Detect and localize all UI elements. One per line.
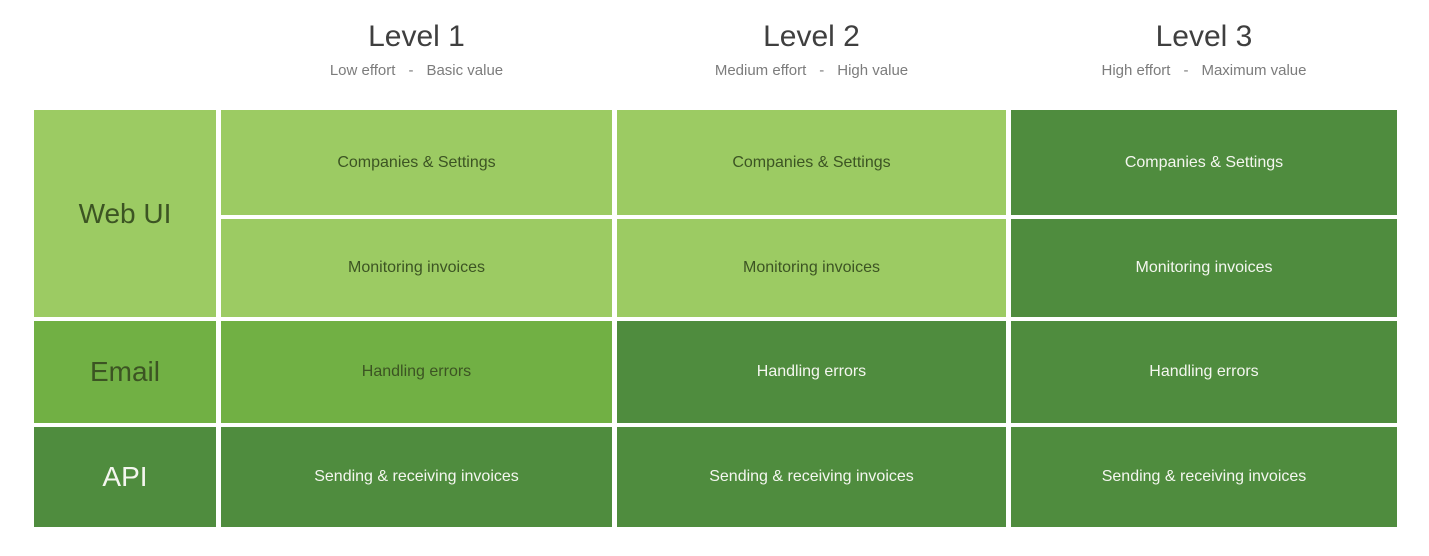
cell-handling-errors-level-2: Handling errors	[617, 321, 1006, 423]
cell-companies-settings-level-3: Companies & Settings	[1011, 110, 1397, 215]
level-2-subtitle: Medium effort - High value	[617, 62, 1006, 79]
level-3-subtitle-separator: -	[1183, 62, 1189, 79]
level-2-subtitle-separator: -	[819, 62, 825, 79]
level-3-subtitle: High effort - Maximum value	[1011, 62, 1397, 79]
cell-sending-receiving-invoices-level-3: Sending & receiving invoices	[1011, 427, 1397, 527]
cell-handling-errors-level-1: Handling errors	[221, 321, 612, 423]
level-1-effort-label: Low effort	[329, 62, 396, 79]
cell-sending-receiving-invoices-level-2: Sending & receiving invoices	[617, 427, 1006, 527]
cell-monitoring-invoices-level-3: Monitoring invoices	[1011, 219, 1397, 317]
column-header-level-3: Level 3 High effort - Maximum value	[1011, 0, 1397, 110]
cell-companies-settings-level-1: Companies & Settings	[221, 110, 612, 215]
column-header-level-2: Level 2 Medium effort - High value	[617, 0, 1006, 110]
cell-monitoring-invoices-level-2: Monitoring invoices	[617, 219, 1006, 317]
row-header-api: API	[34, 427, 216, 527]
row-header-email: Email	[34, 321, 216, 423]
column-headers: Level 1 Low effort - Basic value Level 2…	[34, 0, 1397, 110]
level-1-subtitle-separator: -	[408, 62, 414, 79]
level-2-title: Level 2	[763, 20, 860, 53]
cell-sending-receiving-invoices-level-1: Sending & receiving invoices	[221, 427, 612, 527]
level-1-title: Level 1	[368, 20, 465, 53]
level-1-value-label: Basic value	[426, 62, 504, 79]
level-2-value-label: High value	[837, 62, 909, 79]
level-1-subtitle: Low effort - Basic value	[221, 62, 612, 79]
row-header-web-ui: Web UI	[34, 110, 216, 317]
level-3-value-label: Maximum value	[1201, 62, 1307, 79]
level-3-title: Level 3	[1155, 20, 1253, 53]
level-2-effort-label: Medium effort	[714, 62, 807, 79]
level-3-effort-label: High effort	[1101, 62, 1171, 79]
feature-matrix-grid: Web UI Email API Companies & Settings Co…	[34, 110, 1397, 527]
cell-companies-settings-level-2: Companies & Settings	[617, 110, 1006, 215]
cell-monitoring-invoices-level-1: Monitoring invoices	[221, 219, 612, 317]
column-header-level-1: Level 1 Low effort - Basic value	[221, 0, 612, 110]
cell-handling-errors-level-3: Handling errors	[1011, 321, 1397, 423]
